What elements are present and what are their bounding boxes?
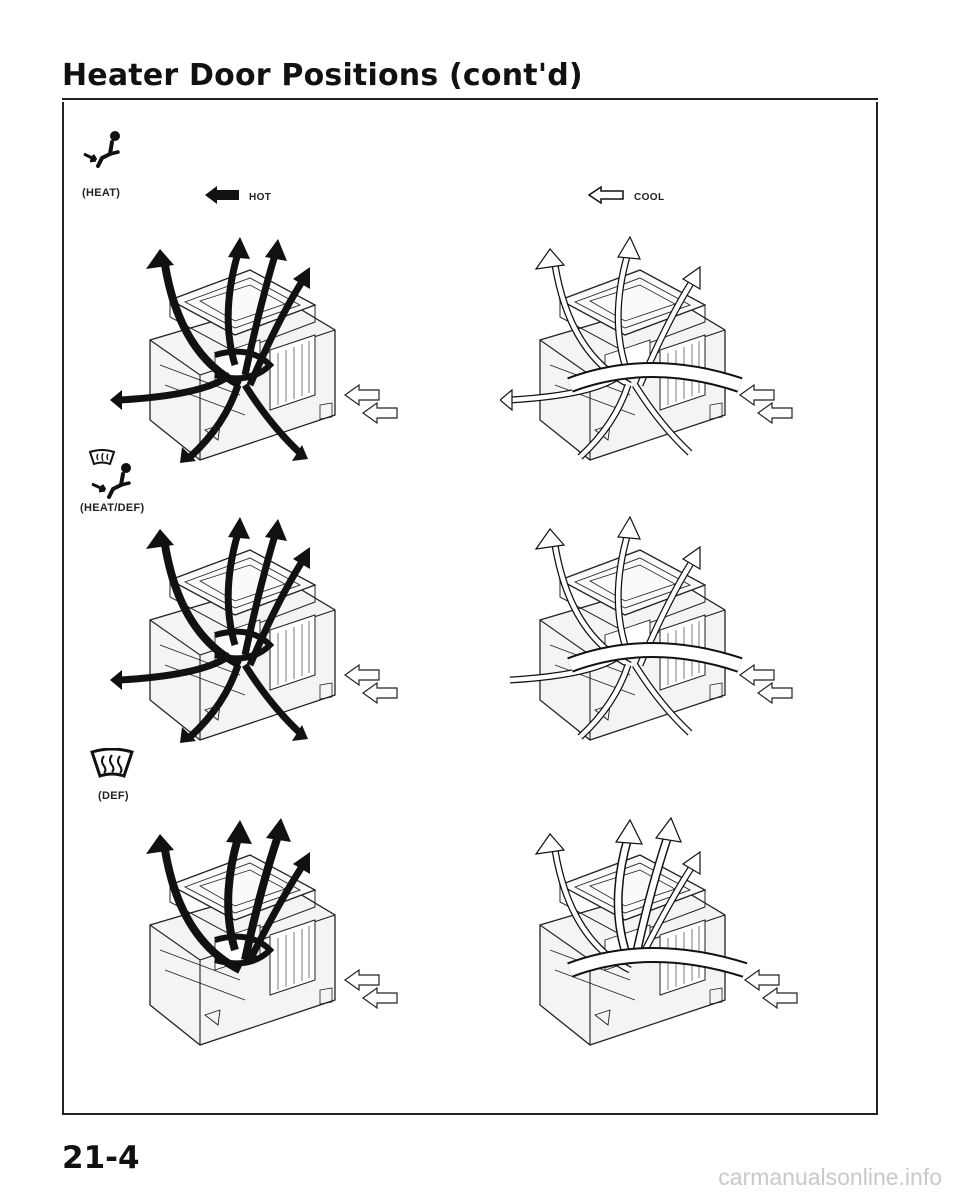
heater-diagram-heat-hot bbox=[110, 237, 398, 463]
page-title: Heater Door Positions (cont'd) bbox=[62, 58, 583, 93]
watermark: carmanualsonline.info bbox=[718, 1164, 942, 1190]
heater-diagram-heat-def-cool bbox=[509, 515, 793, 741]
heat-def-mode-icon bbox=[88, 448, 136, 505]
hollow-arrow-icon bbox=[587, 185, 624, 209]
solid-arrow-icon bbox=[205, 186, 239, 209]
mode-label-def: (DEF) bbox=[98, 790, 129, 802]
defrost-mode-icon bbox=[90, 747, 134, 787]
heater-diagram-def-cool bbox=[534, 816, 798, 1046]
diagram-frame bbox=[62, 102, 878, 1115]
heater-diagram-def-hot bbox=[146, 818, 398, 1046]
title-rule bbox=[62, 98, 878, 100]
heater-diagram-heat-cool bbox=[500, 235, 793, 461]
page-number: 21-4 bbox=[62, 1140, 140, 1176]
mode-label-heat-def: (HEAT/DEF) bbox=[80, 502, 145, 514]
hot-legend: HOT bbox=[205, 186, 271, 209]
heater-diagram-heat-def-hot bbox=[110, 517, 398, 743]
cool-legend: COOL bbox=[587, 185, 665, 209]
mode-label-heat: (HEAT) bbox=[82, 187, 121, 199]
cool-label: COOL bbox=[634, 192, 665, 203]
hot-label: HOT bbox=[249, 192, 272, 203]
heat-mode-icon bbox=[82, 130, 126, 175]
